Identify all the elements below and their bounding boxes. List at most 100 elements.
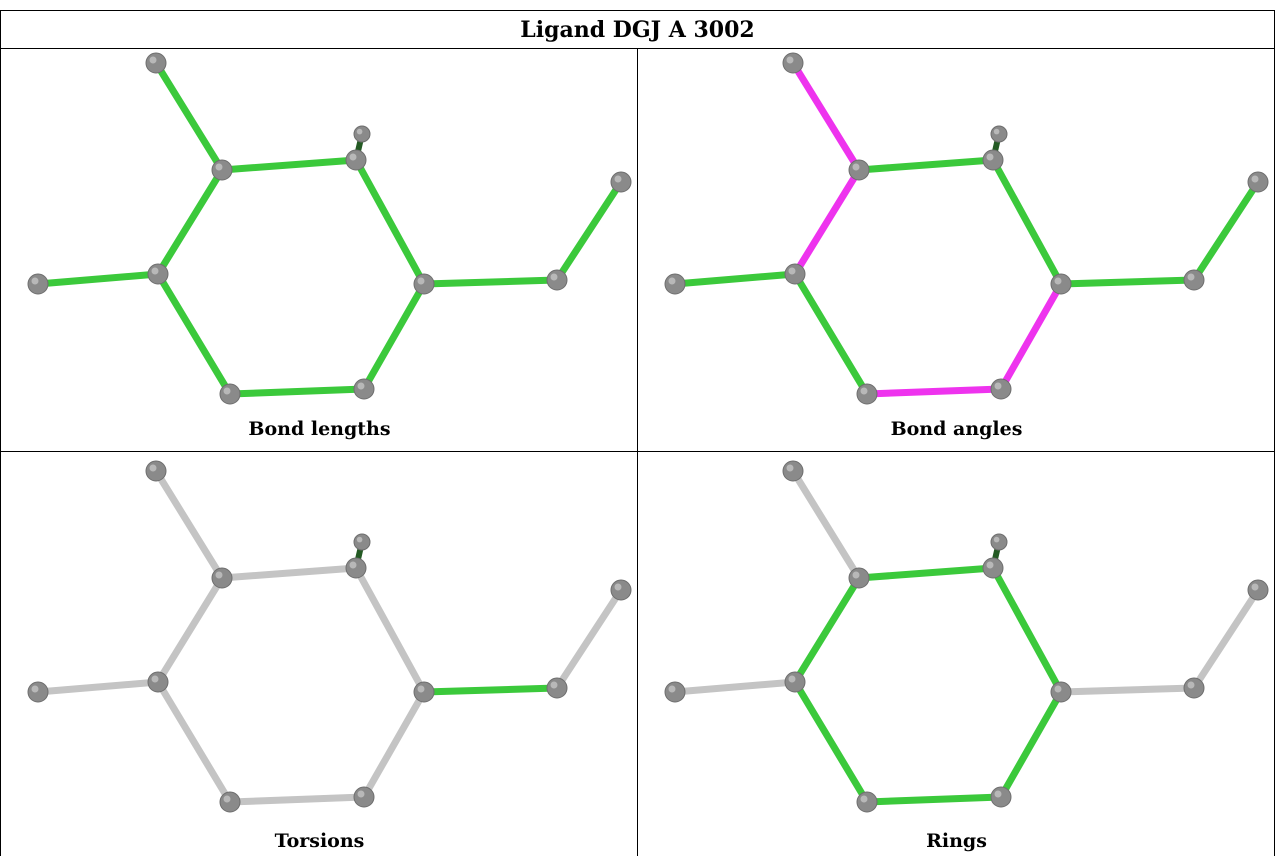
bond-b8	[553, 178, 625, 284]
atom-highlight-a7	[417, 277, 425, 285]
molecule-rings	[664, 460, 1269, 813]
atom-highlight-a5	[788, 675, 796, 683]
atom-a2	[848, 159, 870, 181]
molecule-torsions	[27, 460, 632, 813]
atom-highlight-a1	[786, 56, 794, 64]
atom-highlight-a5	[788, 267, 796, 275]
panel-rings: Rings	[638, 452, 1275, 856]
bond-b11	[997, 688, 1065, 801]
bond-b7	[1057, 684, 1198, 696]
atom-a10	[856, 383, 878, 405]
bond-b6	[352, 564, 428, 696]
atom-highlight-a6	[668, 277, 676, 285]
bond-b4	[791, 166, 863, 278]
atom-a1	[782, 460, 804, 482]
atom-a9	[1247, 579, 1269, 601]
atom-highlight-a4	[993, 536, 1000, 543]
atom-a5	[147, 263, 169, 285]
atom-a4	[990, 533, 1008, 551]
atom-a3	[345, 557, 367, 579]
bond-b5	[671, 678, 799, 696]
atom-a11	[990, 378, 1012, 400]
atom-highlight-a3	[349, 153, 357, 161]
bond-b2	[218, 156, 360, 174]
atom-highlight-a6	[31, 277, 39, 285]
atom-highlight-a8	[1187, 681, 1195, 689]
bond-b5	[671, 270, 799, 288]
atom-highlight-a4	[356, 536, 363, 543]
atom-highlight-a9	[1251, 583, 1259, 591]
atom-a2	[848, 567, 870, 589]
bond-b6	[989, 564, 1065, 696]
bond-b8	[1190, 586, 1262, 692]
molecule-bond-lengths	[27, 52, 632, 405]
atom-a8	[1183, 269, 1205, 291]
grid-divider-vertical	[637, 48, 638, 856]
atom-a7	[1050, 273, 1072, 295]
atom-a4	[353, 125, 371, 143]
atom-a10	[219, 383, 241, 405]
atom-a2	[211, 159, 233, 181]
atom-highlight-a7	[1054, 277, 1062, 285]
bond-b4	[154, 166, 226, 278]
atom-highlight-a11	[994, 382, 1002, 390]
atom-a9	[610, 171, 632, 193]
atom-a10	[856, 791, 878, 813]
bond-b1	[152, 467, 226, 582]
bond-b1	[789, 59, 863, 174]
bond-b10	[863, 793, 1005, 806]
atom-highlight-a5	[151, 267, 159, 275]
atom-a5	[147, 671, 169, 693]
atom-a10	[219, 791, 241, 813]
panel-bond-angles: Bond angles	[638, 48, 1275, 452]
atom-a11	[990, 786, 1012, 808]
atom-highlight-a6	[668, 685, 676, 693]
atom-highlight-a2	[852, 163, 860, 171]
atom-highlight-a10	[860, 795, 868, 803]
caption-torsions: Torsions	[274, 830, 365, 852]
bond-b1	[789, 467, 863, 582]
atom-highlight-a4	[356, 128, 363, 135]
atom-a8	[546, 269, 568, 291]
caption-bond-angles: Bond angles	[890, 418, 1023, 440]
atom-highlight-a9	[614, 175, 622, 183]
bond-b2	[218, 564, 360, 582]
atom-a11	[353, 378, 375, 400]
atom-highlight-a11	[357, 790, 365, 798]
atom-highlight-a11	[994, 790, 1002, 798]
bond-b5	[34, 678, 162, 696]
atom-highlight-a3	[349, 561, 357, 569]
atom-a4	[353, 533, 371, 551]
bond-b6	[989, 156, 1065, 288]
atom-highlight-a2	[215, 163, 223, 171]
atom-highlight-a8	[1187, 273, 1195, 281]
atom-a3	[345, 149, 367, 171]
title-divider	[0, 48, 1275, 49]
bond-b5	[34, 270, 162, 288]
bond-b9	[791, 270, 871, 398]
atom-a7	[413, 681, 435, 703]
atom-highlight-a10	[223, 387, 231, 395]
atom-highlight-a7	[1054, 685, 1062, 693]
bond-b9	[154, 270, 234, 398]
atom-a3	[982, 557, 1004, 579]
atom-highlight-a8	[550, 273, 558, 281]
atom-highlight-a7	[417, 685, 425, 693]
atom-highlight-a8	[550, 681, 558, 689]
bond-b11	[360, 280, 428, 393]
bond-b9	[154, 678, 234, 806]
bond-b11	[360, 688, 428, 801]
figure-title: Ligand DGJ A 3002	[0, 10, 1275, 48]
atom-highlight-a1	[786, 464, 794, 472]
caption-rings: Rings	[926, 830, 987, 852]
bond-b1	[152, 59, 226, 174]
bond-b4	[154, 574, 226, 686]
caption-bond-lengths: Bond lengths	[248, 418, 391, 440]
atom-a7	[413, 273, 435, 295]
atom-a1	[782, 52, 804, 74]
atom-a6	[664, 681, 686, 703]
bond-b6	[352, 156, 428, 288]
bond-b7	[1057, 276, 1198, 288]
atom-a8	[546, 677, 568, 699]
